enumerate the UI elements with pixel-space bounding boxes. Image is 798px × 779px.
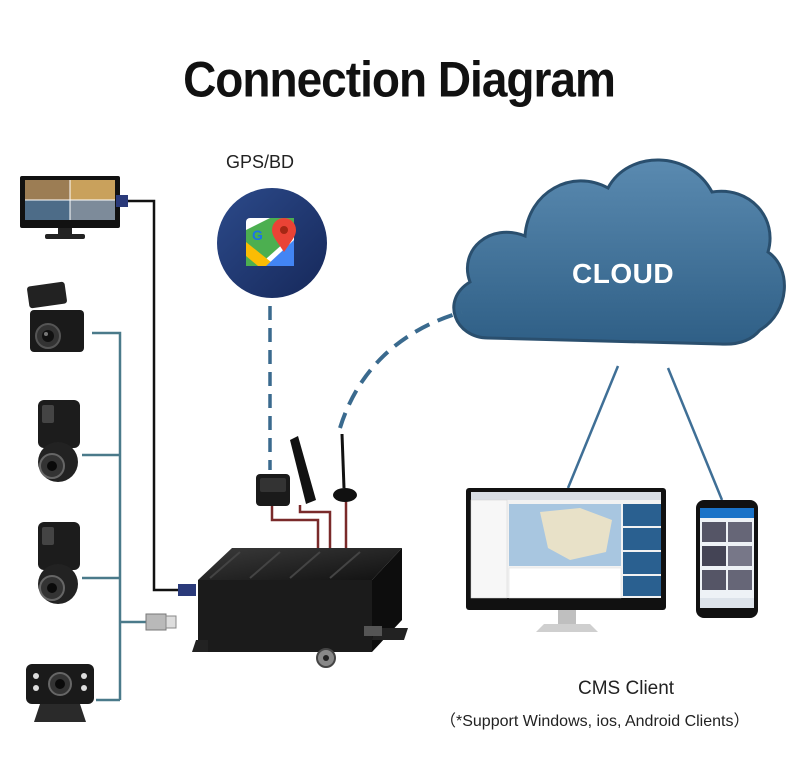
mdvr-device — [178, 548, 408, 668]
camera-1 — [27, 281, 84, 352]
gps-map-icon: G — [217, 188, 327, 298]
diagram-title: Connection Diagram — [183, 50, 616, 108]
gps-label: GPS/BD — [226, 152, 295, 172]
cms-phone — [696, 500, 758, 618]
camera-cables — [82, 331, 148, 702]
4g-antenna — [290, 436, 316, 504]
monitor-cable — [128, 199, 186, 592]
cms-desktop — [466, 488, 666, 632]
svg-text:G: G — [252, 227, 263, 243]
cloud-label: CLOUD — [572, 258, 675, 289]
cms-client-label: CMS Client — [578, 678, 675, 699]
gps-module — [256, 474, 290, 506]
network-connector — [145, 613, 177, 631]
camera-4 — [26, 664, 94, 722]
cms-support-note: （*Support Windows, ios, Android Clients） — [440, 713, 750, 730]
cloud-wireless-link — [338, 310, 463, 429]
antenna-cables — [270, 500, 348, 555]
camera-2 — [38, 400, 80, 482]
cloud-shape — [452, 158, 786, 346]
monitor-device — [20, 176, 128, 239]
camera-3 — [38, 522, 80, 604]
cloud-client-links — [566, 365, 724, 501]
wifi-antenna — [333, 433, 357, 502]
